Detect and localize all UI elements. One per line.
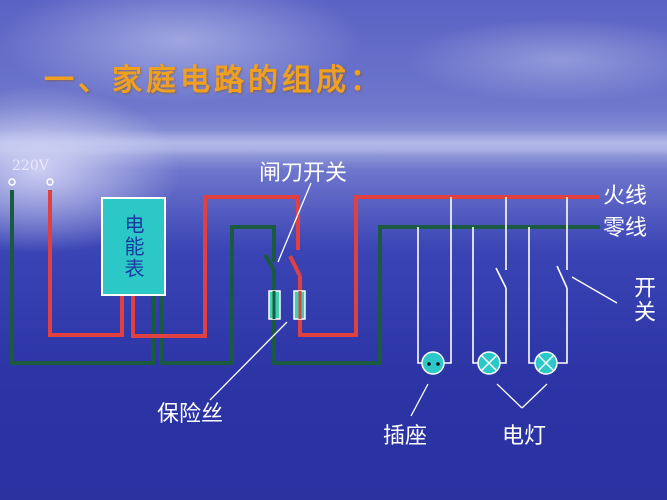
knife-switch-neutral-blade: [263, 253, 276, 272]
branch-wires: [417, 197, 568, 364]
energy-meter: 电能表: [101, 197, 166, 296]
neutral-wire-label: 零线: [603, 216, 648, 241]
switch-label: 开关: [630, 276, 655, 324]
socket-icon: [421, 351, 445, 375]
neutral-wire: [10, 190, 600, 365]
lamp-icon: [477, 351, 501, 375]
terminal-live-icon: [46, 178, 54, 186]
energy-meter-label: 电能表: [121, 213, 145, 280]
live-wire: [48, 190, 600, 338]
live-wire-label: 火线: [603, 184, 648, 209]
leader-lines: [209, 182, 618, 417]
slide-title: 一、家庭电路的组成：: [44, 63, 384, 98]
knife-switch-label: 闸刀开关: [259, 161, 348, 186]
lamp-icon: [534, 351, 558, 375]
horizon-glow: [0, 130, 667, 156]
knife-switch-live-blade: [288, 255, 302, 277]
supply-voltage-label: 220V: [12, 158, 49, 174]
lamp-label: 电灯: [502, 424, 547, 449]
fuse-label: 保险丝: [157, 402, 224, 427]
socket-label: 插座: [383, 424, 428, 449]
terminal-neutral-icon: [8, 178, 16, 186]
